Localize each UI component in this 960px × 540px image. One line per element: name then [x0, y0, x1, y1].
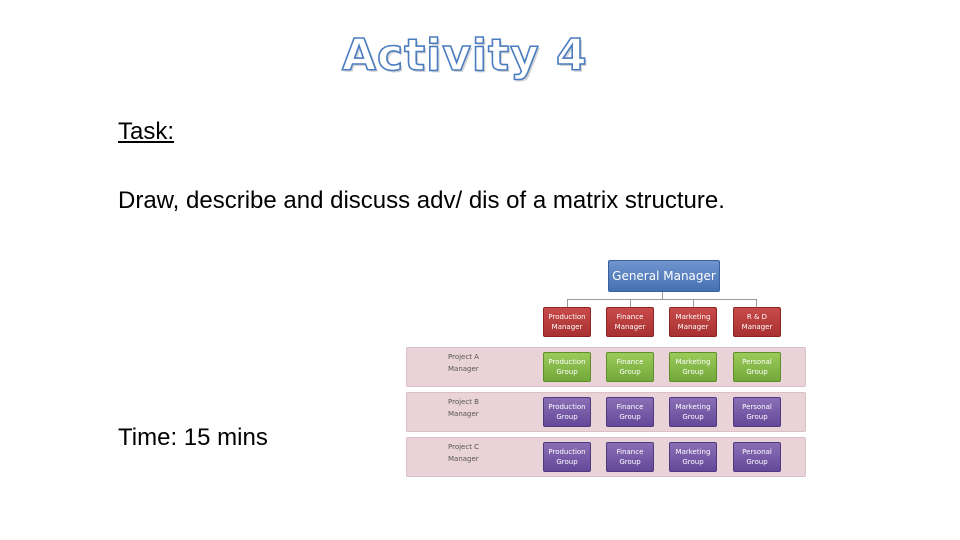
group-label: Group — [746, 368, 768, 376]
group-label: Production — [548, 358, 586, 366]
manager-label: Manager — [677, 323, 709, 331]
manager-box-production: Production Manager — [543, 307, 591, 337]
project-label-line: Manager — [448, 365, 479, 373]
project-label-line: Manager — [448, 410, 479, 418]
project-label-line: Project C — [448, 443, 480, 451]
group-label: Group — [682, 413, 704, 421]
group-label: Group — [682, 368, 704, 376]
manager-box-finance: Finance Manager — [606, 307, 654, 337]
group-box: Personal Group — [733, 352, 781, 382]
project-label-line: Project B — [448, 398, 479, 406]
general-manager-box: General Manager — [608, 260, 720, 292]
connector-line — [693, 299, 694, 307]
group-box: Finance Group — [606, 397, 654, 427]
group-box: Production Group — [543, 352, 591, 382]
connector-line — [630, 299, 631, 307]
manager-label: Production — [548, 313, 586, 321]
group-box: Marketing Group — [669, 352, 717, 382]
group-label: Group — [619, 458, 641, 466]
manager-label: Finance — [616, 313, 644, 321]
group-label: Group — [619, 413, 641, 421]
general-manager-label: General Manager — [612, 269, 716, 283]
group-label: Group — [682, 458, 704, 466]
group-label: Production — [548, 403, 586, 411]
group-label: Group — [619, 368, 641, 376]
manager-box-rnd: R & D Manager — [733, 307, 781, 337]
manager-label: Manager — [551, 323, 583, 331]
task-label: Task: — [118, 118, 175, 145]
project-a-label: Project A Manager — [448, 351, 508, 375]
group-label: Marketing — [675, 403, 711, 411]
manager-label: Manager — [614, 323, 646, 331]
group-box: Marketing Group — [669, 442, 717, 472]
project-label-line: Project A — [448, 353, 479, 361]
group-label: Marketing — [675, 358, 711, 366]
group-label: Personal — [742, 403, 772, 411]
group-label: Finance — [616, 448, 644, 456]
group-label: Personal — [742, 358, 772, 366]
manager-label: Manager — [741, 323, 773, 331]
connector-line — [662, 291, 663, 299]
group-label: Group — [556, 413, 578, 421]
manager-label: Marketing — [675, 313, 711, 321]
group-label: Group — [556, 368, 578, 376]
project-c-label: Project C Manager — [448, 441, 508, 465]
connector-line — [567, 299, 568, 307]
group-label: Finance — [616, 403, 644, 411]
group-label: Marketing — [675, 448, 711, 456]
manager-label: R & D — [746, 313, 768, 321]
group-box: Production Group — [543, 397, 591, 427]
slide-title: Activity 4 — [341, 29, 588, 82]
matrix-structure-diagram: General Manager Production Manager Finan… — [400, 255, 810, 480]
group-box: Production Group — [543, 442, 591, 472]
connector-line — [567, 299, 757, 300]
group-box: Finance Group — [606, 442, 654, 472]
group-box: Personal Group — [733, 397, 781, 427]
group-label: Group — [746, 458, 768, 466]
manager-box-marketing: Marketing Manager — [669, 307, 717, 337]
group-box: Marketing Group — [669, 397, 717, 427]
group-box: Personal Group — [733, 442, 781, 472]
group-label: Production — [548, 448, 586, 456]
group-label: Group — [746, 413, 768, 421]
group-box: Finance Group — [606, 352, 654, 382]
group-label: Personal — [742, 448, 772, 456]
project-label-line: Manager — [448, 455, 479, 463]
group-label: Group — [556, 458, 578, 466]
group-label: Finance — [616, 358, 644, 366]
connector-line — [756, 299, 757, 307]
time-limit: Time: 15 mins — [118, 424, 268, 451]
task-description: Draw, describe and discuss adv/ dis of a… — [118, 187, 725, 214]
project-b-label: Project B Manager — [448, 396, 508, 420]
